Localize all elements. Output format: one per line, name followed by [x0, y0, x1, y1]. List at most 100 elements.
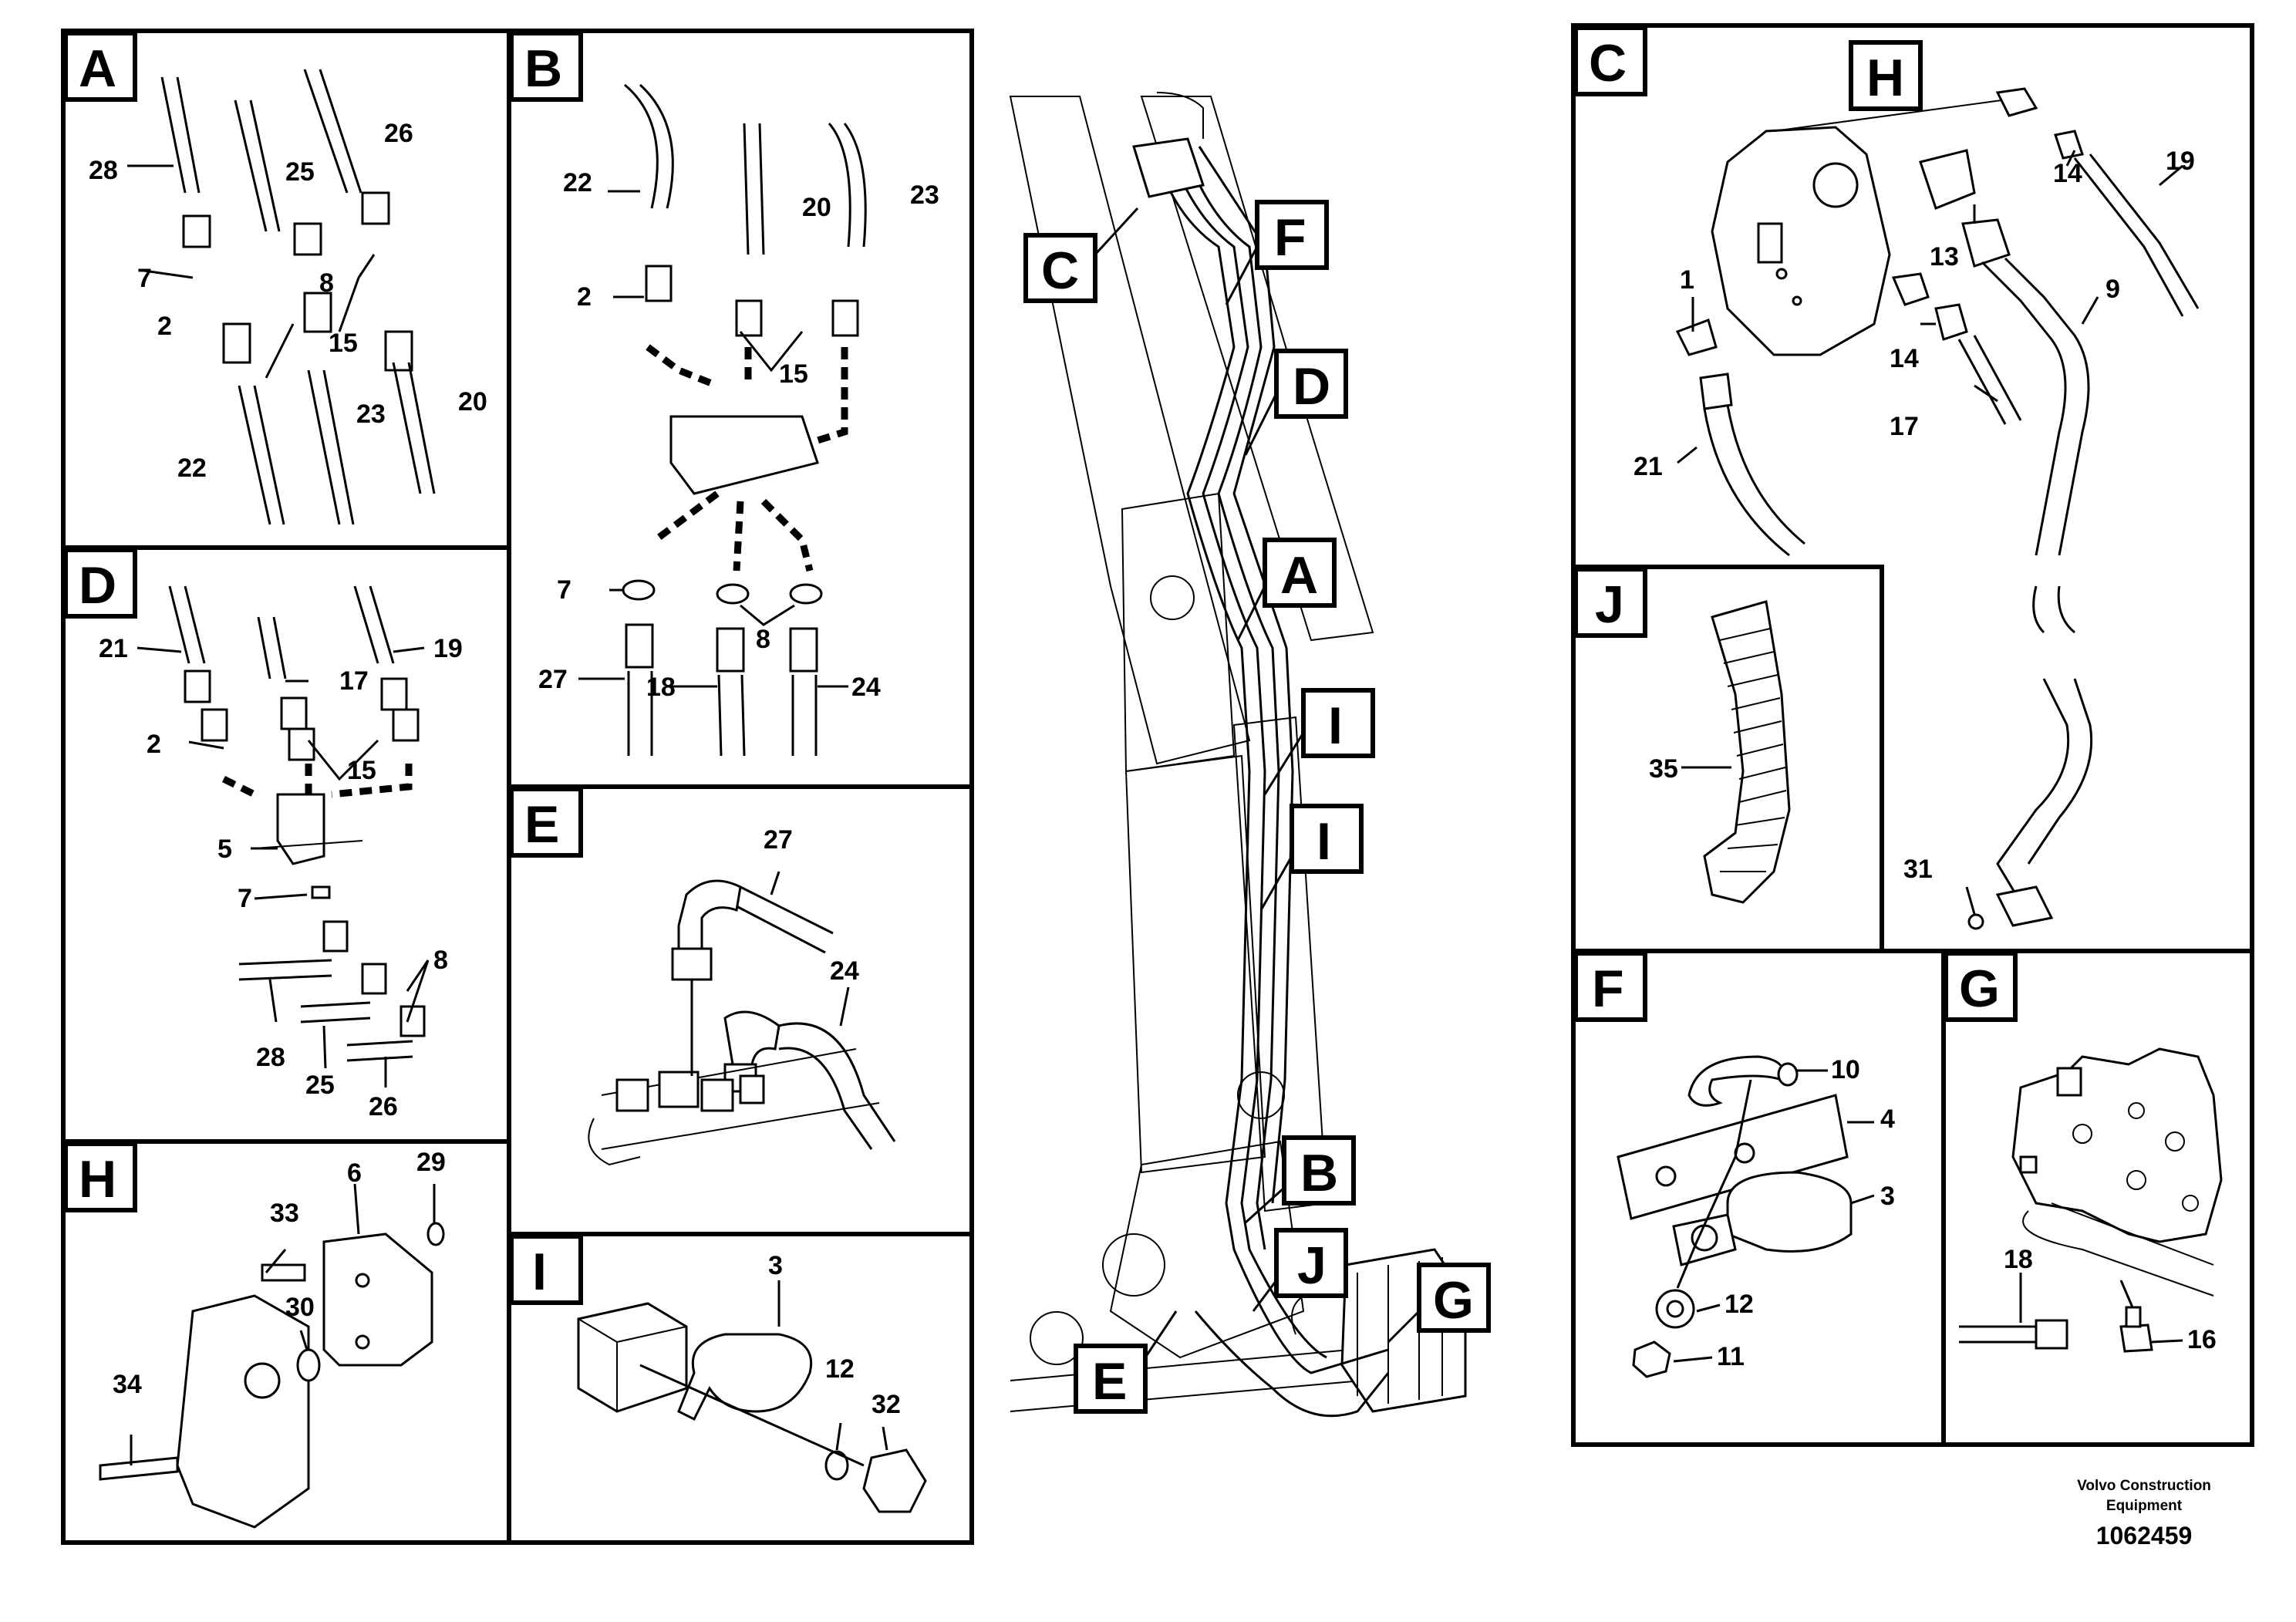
panel-i-label-1: 12	[825, 1354, 855, 1384]
svg-text:D: D	[1293, 357, 1330, 416]
svg-text:E: E	[1092, 1352, 1127, 1411]
panel-c-label-4: 9	[2106, 275, 2120, 304]
panel-i-label-2: 32	[872, 1390, 901, 1419]
panel-c-label-6: 17	[1890, 412, 1919, 441]
panel-b-label-0: 22	[563, 168, 592, 197]
svg-text:G: G	[1433, 1271, 1474, 1330]
panel-b-label-9: 24	[851, 673, 881, 702]
panel-d: D	[61, 545, 511, 1144]
panel-d-label-5: 5	[217, 835, 232, 864]
panel-i-label-0: 3	[768, 1251, 783, 1280]
panel-c-letter: C	[1589, 34, 1627, 93]
panel-a-label-9: 22	[177, 454, 207, 483]
panel-a-label-3: 7	[137, 264, 152, 293]
panel-e-label-1: 24	[830, 956, 859, 986]
panel-d-label-2: 19	[433, 634, 463, 663]
panel-d-label-3: 2	[147, 730, 161, 759]
panel-f-label-2: 3	[1880, 1182, 1895, 1211]
panel-g-label-1: 16	[2187, 1325, 2217, 1354]
panel-e-label-0: 27	[764, 825, 793, 855]
footer-company-line2: Equipment	[2106, 1498, 2183, 1514]
panel-d-label-7: 8	[433, 946, 448, 975]
svg-text:F: F	[1274, 208, 1306, 267]
panel-c-label-7: 21	[1633, 452, 1663, 481]
panel-a-label-7: 23	[356, 400, 386, 429]
svg-text:J: J	[1297, 1236, 1327, 1295]
panel-h-label-4: 34	[113, 1370, 142, 1399]
panel-c-label-3: 1	[1680, 265, 1694, 295]
panel-h: H	[61, 1139, 511, 1545]
panel-b-letter: B	[524, 39, 562, 98]
panel-c-label-2: 13	[1930, 242, 1959, 271]
svg-text:A: A	[1280, 546, 1318, 605]
overview-callout-i-2: I	[1259, 804, 1364, 911]
panel-b-label-6: 8	[756, 625, 770, 654]
panel-j-label-0: 35	[1649, 754, 1678, 784]
panel-f-letter: F	[1592, 959, 1624, 1018]
overview-callout-a: A	[1236, 538, 1337, 641]
panel-d-label-0: 21	[99, 634, 128, 663]
panel-c-label-5: 14	[1890, 344, 1919, 373]
panel-b-label-2: 23	[910, 180, 939, 210]
overview-callout-i-1: I	[1263, 688, 1375, 795]
panel-a-label-6: 15	[329, 329, 358, 358]
panel-d-label-6: 7	[238, 884, 252, 913]
panel-d-label-9: 25	[305, 1071, 335, 1100]
panel-b-label-4: 15	[779, 359, 808, 389]
panel-h-letter: H	[79, 1150, 116, 1209]
panel-c-label-8: 31	[1903, 855, 1933, 884]
panel-g-label-0: 18	[2004, 1245, 2033, 1274]
panel-b-label-7: 27	[538, 665, 568, 694]
overview-callout-b: B	[1244, 1135, 1356, 1224]
panel-d-label-10: 26	[369, 1092, 398, 1121]
overview-callout-g: G	[1387, 1263, 1491, 1344]
panel-a-label-1: 25	[285, 157, 315, 187]
panel-h-label-2: 33	[270, 1199, 299, 1228]
overview-callout-f: F	[1225, 200, 1329, 305]
drawing-number: 1062459	[2096, 1522, 2193, 1549]
panel-a-label-4: 8	[319, 268, 334, 298]
panel-d-label-4: 15	[347, 756, 376, 785]
panel-h-label-1: 29	[416, 1148, 446, 1177]
footer-company-line1: Volvo Construction	[2077, 1478, 2211, 1494]
panel-i: I	[507, 1232, 974, 1545]
panel-a-label-2: 26	[384, 119, 413, 148]
panel-d-label-1: 17	[339, 666, 369, 696]
overview-callout-e: E	[1074, 1310, 1178, 1414]
panel-f: F	[1571, 949, 1946, 1447]
panel-b-label-3: 2	[577, 282, 592, 312]
panel-g: G	[1941, 949, 2254, 1447]
panel-j-letter: J	[1595, 575, 1624, 634]
overview-callout-j: J	[1252, 1228, 1348, 1312]
panel-b-label-1: 20	[802, 193, 831, 222]
panel-a-label-8: 20	[458, 387, 487, 416]
panel-d-label-8: 28	[256, 1043, 285, 1072]
panel-h-label-3: 30	[285, 1293, 315, 1322]
panel-d-letter: D	[79, 556, 116, 615]
panel-a-letter: A	[79, 39, 116, 98]
panel-g-letter: G	[1959, 959, 2000, 1018]
panel-c-sub-letter: H	[1866, 49, 1904, 107]
panel-e: E	[507, 784, 974, 1236]
panel-e-letter: E	[524, 795, 559, 854]
panel-c-label-0: 14	[2053, 159, 2082, 188]
svg-text:B: B	[1300, 1144, 1338, 1202]
panel-c-label-1: 19	[2166, 147, 2195, 176]
panel-j: J	[1571, 565, 1884, 953]
panel-a-label-5: 2	[157, 312, 172, 341]
overview-callout-d: D	[1244, 349, 1348, 456]
panel-b: B	[507, 29, 974, 789]
svg-text:I: I	[1328, 696, 1343, 755]
panel-a-label-0: 28	[89, 156, 118, 185]
svg-text:I: I	[1317, 812, 1331, 871]
panel-f-label-0: 10	[1831, 1055, 1860, 1084]
panel-f-label-4: 11	[1717, 1342, 1745, 1371]
panel-f-label-3: 12	[1725, 1290, 1754, 1319]
panel-h-label-0: 6	[347, 1158, 362, 1188]
panel-b-label-5: 7	[557, 575, 571, 605]
panel-f-label-1: 4	[1880, 1104, 1895, 1134]
panel-i-letter: I	[532, 1243, 547, 1301]
panel-b-label-8: 18	[646, 673, 676, 702]
overview-callout-c: C	[1023, 207, 1139, 303]
svg-text:C: C	[1041, 241, 1079, 300]
